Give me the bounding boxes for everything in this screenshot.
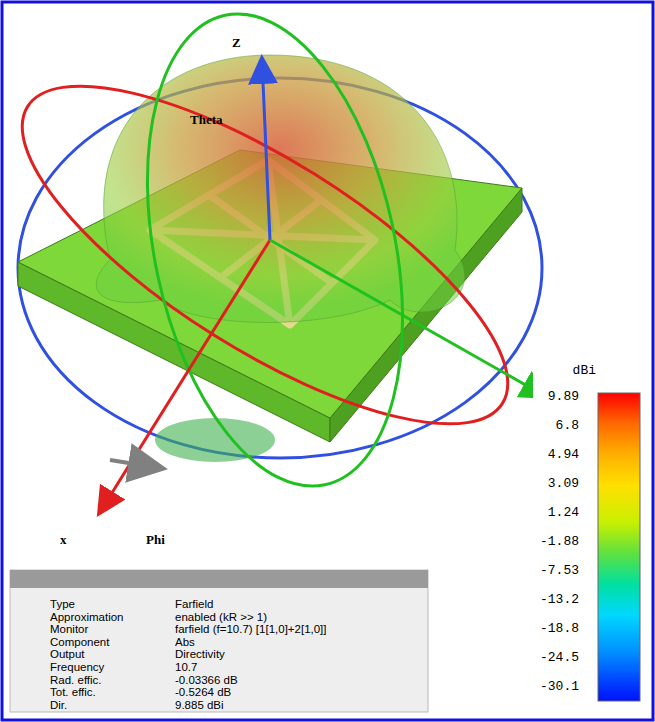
axis-label: Phi — [146, 533, 165, 547]
info-text: -0.03366 dB — [175, 673, 238, 687]
phi-arrow — [110, 460, 160, 468]
colorbar-label: -24.5 — [531, 651, 579, 665]
colorbar-label: -1.88 — [531, 535, 579, 549]
z-axis — [262, 60, 270, 240]
colorbar-label: 3.09 — [531, 477, 579, 491]
y-axis — [270, 240, 545, 396]
info-text: 9.885 dBi — [175, 698, 224, 712]
info-header — [10, 570, 428, 588]
axis-label: Theta — [190, 113, 223, 127]
info-text: Frequency — [50, 660, 104, 674]
back-lobe — [155, 418, 275, 462]
colorbar-label: dBi — [548, 364, 596, 378]
x-axis — [100, 240, 270, 512]
colorbar-label: -18.8 — [531, 622, 579, 636]
info-text: Type — [50, 597, 75, 611]
info-text: Dir. — [50, 698, 67, 712]
colorbar-label: 9.89 — [531, 390, 579, 404]
info-text: farfield (f=10.7) [1[1,0]+2[1,0]] — [175, 622, 327, 636]
axis-label: Z — [232, 36, 241, 50]
colorbar-label: -7.53 — [531, 564, 579, 578]
colorbar-label: 1.24 — [531, 506, 579, 520]
colorbar — [598, 393, 640, 701]
info-text: Component — [50, 635, 109, 649]
info-text: Directivity — [175, 647, 225, 661]
info-text: Tot. effic. — [50, 685, 96, 699]
info-panel — [10, 570, 428, 712]
theta-ring — [0, 26, 553, 484]
colorbar-label: -30.1 — [531, 680, 579, 694]
info-text: Abs — [175, 635, 195, 649]
axis-label: x — [60, 533, 67, 547]
info-text: -0.5264 dB — [175, 685, 231, 699]
info-text: Rad. effic. — [50, 673, 102, 687]
info-text: Monitor — [50, 622, 88, 636]
theta-ring — [108, 0, 443, 510]
info-text: Approximation — [50, 610, 124, 624]
info-text: 10.7 — [175, 660, 197, 674]
colorbar-label: 4.94 — [531, 448, 579, 462]
info-text: Farfield — [175, 597, 213, 611]
colorbar-label: -13.2 — [531, 593, 579, 607]
radiation-pattern — [96, 55, 464, 323]
colorbar-label: 6.8 — [531, 419, 579, 433]
info-text: enabled (kR >> 1) — [175, 610, 267, 624]
info-text: Output — [50, 647, 85, 661]
